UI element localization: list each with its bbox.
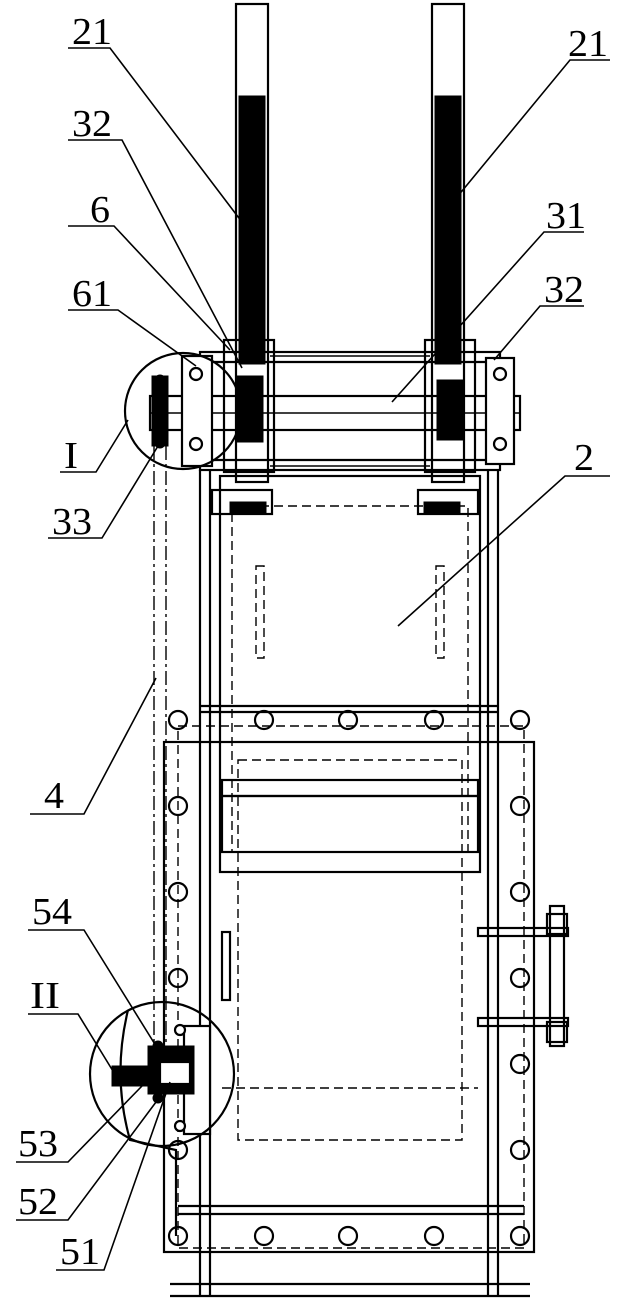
label-31: 31 — [546, 195, 586, 237]
bolt-circle — [167, 1139, 189, 1161]
bolt-circle — [509, 1053, 531, 1075]
label-61: 61 — [72, 273, 112, 315]
bolt-circle — [509, 881, 531, 903]
bolt-circle — [509, 709, 531, 731]
bolt-circle — [167, 795, 189, 817]
bolt-circle — [167, 1225, 189, 1247]
label-21-right: 21 — [568, 23, 608, 65]
lower-drive — [111, 1009, 212, 1236]
label-4: 4 — [44, 775, 64, 817]
bolt-circle — [253, 709, 275, 731]
body-bolts — [167, 709, 531, 1247]
bolt-circle — [167, 881, 189, 903]
bolt-circle — [509, 967, 531, 989]
rack-bar-left — [234, 2, 270, 484]
label-2: 2 — [574, 437, 594, 479]
bolt-circle — [167, 709, 189, 731]
bolt-circle — [509, 1225, 531, 1247]
detail-circle-II — [88, 1000, 236, 1148]
bolt-circle — [509, 1139, 531, 1161]
label-6: 6 — [90, 189, 110, 231]
label-51: 51 — [60, 1231, 100, 1273]
bolt-circle — [337, 709, 359, 731]
label-33: 33 — [52, 501, 92, 543]
label-53: 53 — [18, 1123, 58, 1165]
valve-body — [162, 704, 536, 1298]
bolt-circle — [167, 967, 189, 989]
guide-rails — [198, 470, 500, 1296]
label-21-left: 21 — [72, 11, 112, 53]
label-II: II — [30, 975, 60, 1017]
side-bracket — [476, 904, 570, 1048]
bolt-circle — [337, 1225, 359, 1247]
rack-bar-right — [430, 2, 466, 484]
chain — [153, 446, 167, 1046]
label-52: 52 — [18, 1181, 58, 1223]
bolt-circle — [509, 795, 531, 817]
detail-circle-I — [123, 351, 243, 471]
label-I: I — [64, 435, 78, 477]
bolt-circle — [253, 1225, 275, 1247]
bolt-circle — [423, 1225, 445, 1247]
sprocket-left — [151, 366, 508, 452]
label-32-right: 32 — [544, 269, 584, 311]
label-32-left: 32 — [72, 103, 112, 145]
gate-plate — [210, 474, 482, 874]
callout-labels: 21 21 32 6 31 61 32 2 I 33 4 54 II 53 52… — [18, 11, 608, 1273]
label-54: 54 — [32, 891, 72, 933]
leader-lines — [16, 47, 610, 1271]
bolt-circle — [423, 709, 445, 731]
